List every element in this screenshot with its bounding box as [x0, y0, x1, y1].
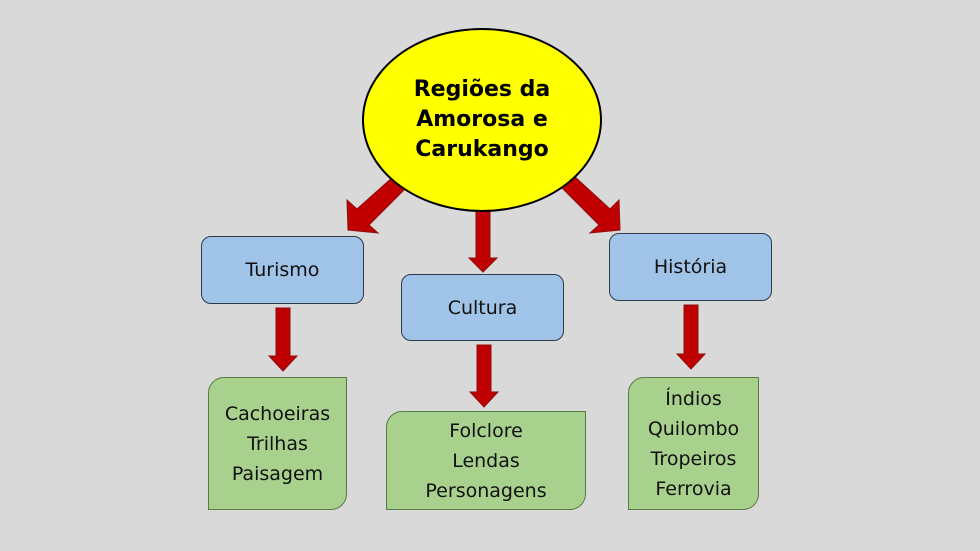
branch-label: História	[653, 256, 728, 278]
leaf-item: Quilombo	[647, 417, 740, 440]
branch-label: Cultura	[447, 296, 518, 319]
arrow-turismo-to-leaf	[267, 307, 299, 372]
arrow-historia-to-leaf	[675, 304, 707, 370]
leaf-item: Personagens	[425, 479, 547, 502]
arrow-center-to-historia	[561, 175, 621, 234]
center-topic-line: Carukango	[415, 137, 549, 162]
leaf-item: Lendas	[452, 449, 520, 472]
center-topic-line: Regiões da	[413, 77, 551, 102]
leaf-historia: Índios Quilombo Tropeiros Ferrovia	[628, 377, 759, 510]
leaf-item: Cachoeiras	[224, 402, 331, 425]
leaf-item: Paisagem	[231, 462, 324, 485]
leaf-item: Ferrovia	[655, 477, 732, 500]
arrow-center-to-turismo	[346, 175, 407, 234]
branch-turismo: Turismo	[201, 236, 364, 304]
arrow-center-to-cultura	[467, 207, 499, 273]
leaf-item: Folclore	[449, 419, 523, 442]
branch-label: Turismo	[245, 259, 320, 281]
leaf-turismo: Cachoeiras Trilhas Paisagem	[208, 377, 347, 510]
branch-cultura: Cultura	[401, 274, 564, 341]
leaf-cultura: Folclore Lendas Personagens	[386, 411, 586, 510]
center-topic-line: Amorosa e	[416, 107, 548, 132]
leaf-item: Índios	[665, 387, 722, 410]
leaf-item: Tropeiros	[650, 447, 737, 470]
arrow-cultura-to-leaf	[468, 344, 500, 408]
center-topic: Regiões da Amorosa e Carukango	[362, 28, 602, 212]
leaf-item: Trilhas	[247, 432, 308, 455]
branch-historia: História	[609, 233, 772, 301]
